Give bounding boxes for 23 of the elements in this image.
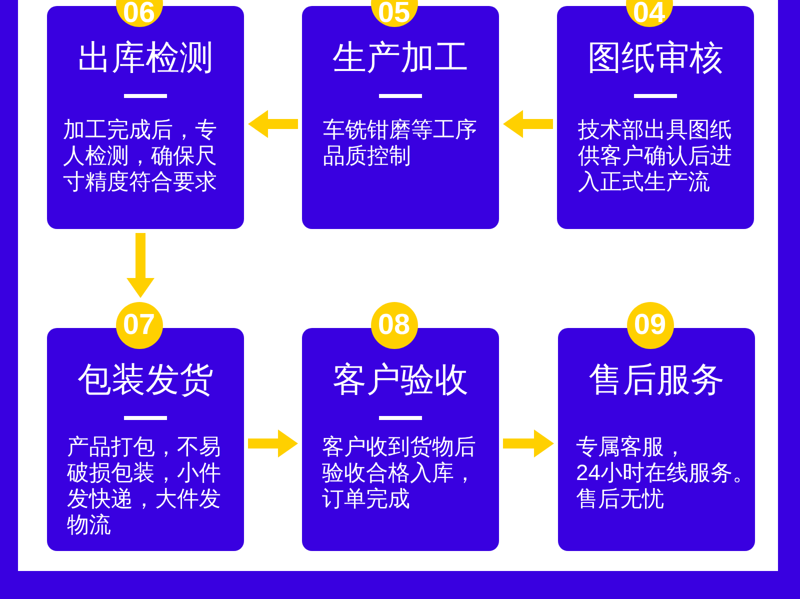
arrow <box>248 110 298 138</box>
card-text: 车铣钳磨等工序品质控制 <box>323 117 478 169</box>
number-badge: 09 <box>626 302 674 349</box>
card-title: 出库检测 <box>76 38 214 79</box>
number-badge: 08 <box>370 302 418 349</box>
number-badge: 07 <box>116 302 162 349</box>
card-text: 技术部出具图纸供客户确认后进入正式生产流 <box>578 117 733 195</box>
number-badge: 05 <box>370 0 418 27</box>
card-title: 包装发货 <box>76 360 214 401</box>
card-text: 专属客服，24小时在线服务。售后无忧 <box>576 434 754 512</box>
card-text: 产品打包，不易破损包装，小件发快递，大件发物流 <box>67 434 222 538</box>
arrow <box>126 233 154 298</box>
arrow <box>503 430 554 458</box>
card-text: 客户收到货物后验收合格入库，订单完成 <box>322 434 477 512</box>
number-badge: 04 <box>626 0 672 27</box>
arrow <box>248 430 298 458</box>
arrow <box>503 110 553 138</box>
number-badge: 06 <box>116 0 162 27</box>
card-title: 生产加工 <box>332 38 470 79</box>
card-title: 图纸审核 <box>586 38 724 79</box>
card-title: 售后服务 <box>588 360 726 401</box>
card-text: 加工完成后，专人检测，确保尺寸精度符合要求 <box>63 117 218 195</box>
card-title: 客户验收 <box>332 360 470 401</box>
